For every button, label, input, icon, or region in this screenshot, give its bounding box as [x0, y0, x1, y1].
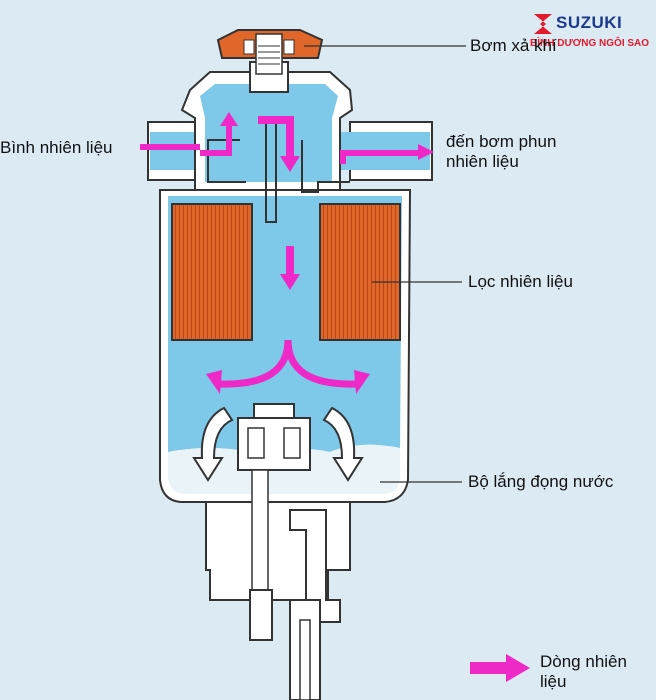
suzuki-logo-mark: [534, 14, 552, 34]
center-divider: [301, 140, 350, 193]
label-water-separator: Bộ lắng đọng nước: [468, 472, 614, 491]
bleed-pump: [216, 29, 324, 93]
drain-assembly: [205, 403, 351, 700]
label-to-injection-pump-1: đến bơm phun: [446, 132, 557, 151]
legend-label-line1: Dòng nhiên: [540, 652, 627, 671]
label-bleed-pump: Bơm xả khí: [470, 36, 557, 55]
filter-element-right: [319, 203, 401, 341]
label-fuel-filter: Lọc nhiên liệu: [468, 272, 573, 291]
brand-name: SUZUKI: [556, 13, 623, 32]
flow-arrows-curved: [219, 339, 357, 388]
outlet-divider: [207, 139, 246, 183]
flow-arrows: [140, 112, 434, 290]
brand-logo: SUZUKI BÌNH DƯƠNG NGÔI SAO: [530, 12, 650, 52]
label-to-injection-pump-2: nhiên liệu: [446, 152, 519, 171]
head-fuel-chamber: [200, 84, 338, 182]
center-tube: [265, 118, 277, 223]
flow-arrowheads: [206, 370, 370, 394]
legend-label-line2: liệu: [540, 672, 567, 691]
filter-element-left: [171, 203, 253, 341]
dealer-name: BÌNH DƯƠNG NGÔI SAO: [530, 38, 650, 49]
leader-lines: [304, 45, 466, 483]
legend-arrow: [470, 654, 530, 682]
water-arrows: [192, 406, 364, 482]
label-fuel-tank: Bình nhiên liệu: [0, 138, 113, 157]
